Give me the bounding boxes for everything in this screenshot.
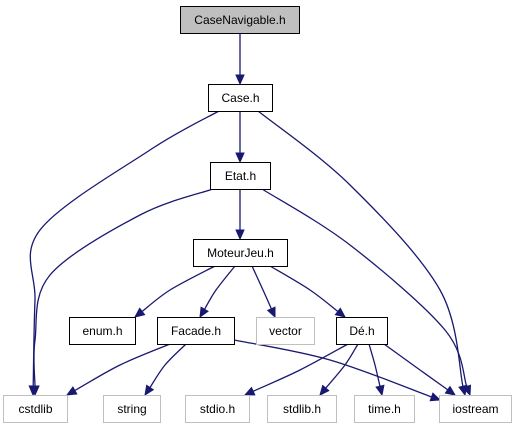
edge-line [383,343,449,391]
node-box [103,395,161,423]
edge-de-to-stdlib [319,343,359,396]
node-label: cstdlib [18,402,52,416]
node-box [336,317,388,345]
node-label: Etat.h [225,169,256,183]
edge-line [33,188,214,387]
node-label: stdio.h [200,402,235,416]
edge-arrowhead [319,384,330,396]
node-box [193,239,288,267]
node-box [439,395,512,423]
edge-line [149,343,187,388]
node-box [69,317,136,345]
edge-arrowhead [134,307,146,318]
edge-line [141,265,216,313]
edge-case-to-etat [235,111,245,164]
node-facade[interactable]: Facade.h [157,317,235,345]
node-stdlib: stdlib.h [267,395,337,423]
edge-moteurjeu-to-vector [251,265,276,319]
edge-de-to-stdio [243,343,349,396]
edge-moteurjeu-to-facade [199,265,236,319]
node-label: Facade.h [171,324,221,338]
edge-line [269,265,339,313]
edge-casenavigable-to-case [235,33,245,86]
edge-etat-to-cstdlib [30,188,214,397]
edge-arrowhead [199,306,209,319]
edge-line [204,265,236,310]
node-label: iostream [452,402,498,416]
edge-facade-to-string [144,343,187,397]
node-box [267,395,337,423]
node-box [157,317,235,345]
node-label: enum.h [82,324,122,338]
node-cstdlib: cstdlib [3,395,68,423]
edge-arrowhead [235,152,245,164]
edge-case-to-iostream [257,110,468,397]
edge-de-to-time [368,343,385,397]
node-string: string [103,395,161,423]
edge-arrowhead [375,384,385,397]
node-label: vector [269,324,302,338]
node-label: CaseNavigable.h [194,13,285,27]
edge-line [74,343,171,392]
edge-etat-to-iostream [261,188,472,397]
node-box [208,84,273,112]
node-label: string [117,402,146,416]
edge-arrowhead [334,307,346,318]
edge-arrowhead [462,384,472,397]
node-moteurjeu[interactable]: MoteurJeu.h [193,239,288,267]
edge-line [29,110,220,387]
edge-moteurjeu-to-enum [134,265,216,318]
edge-facade-to-iostream [233,339,442,402]
node-label: Dé.h [349,324,374,338]
edge-arrowhead [235,74,245,86]
edge-arrowhead [65,386,78,396]
node-de[interactable]: Dé.h [336,317,388,345]
node-box [185,395,250,423]
node-case[interactable]: Case.h [208,84,273,112]
node-casenavigable[interactable]: CaseNavigable.h [180,6,300,34]
edge-arrowhead [235,229,245,241]
node-box [210,162,271,190]
edge-line [251,265,272,310]
edge-line [252,343,349,392]
edge-moteurjeu-to-de [269,265,346,318]
node-label: stdlib.h [283,402,321,416]
edge-arrowhead [429,392,442,402]
edge-facade-to-cstdlib [65,343,171,396]
edge-arrowhead [144,384,155,397]
node-label: MoteurJeu.h [207,246,274,260]
node-box [3,395,68,423]
edge-line [368,343,381,387]
edge-arrowhead [243,386,256,396]
node-enum[interactable]: enum.h [69,317,136,345]
node-box [354,395,415,423]
node-time: time.h [354,395,415,423]
node-label: Case.h [221,91,259,105]
edge-case-to-cstdlib [28,110,220,397]
edge-arrowhead [444,385,457,396]
edge-arrowhead [30,385,40,397]
node-label: time.h [368,402,401,416]
edge-de-to-iostream [383,343,457,396]
node-box [180,6,300,34]
edge-line [233,339,432,398]
edge-line [261,188,468,387]
node-etat[interactable]: Etat.h [210,162,271,190]
node-iostream: iostream [439,395,512,423]
edge-line [257,110,464,387]
edge-line [325,343,359,389]
node-box [256,317,315,345]
edge-arrowhead [266,306,276,319]
node-vector: vector [256,317,315,345]
node-stdio: stdio.h [185,395,250,423]
edges-layer [28,33,472,402]
edge-etat-to-moteurjeu [235,189,245,241]
